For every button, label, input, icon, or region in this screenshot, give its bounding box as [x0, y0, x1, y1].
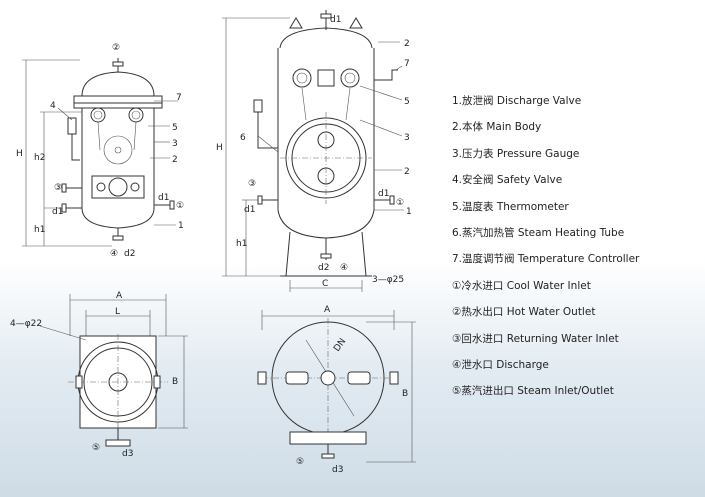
- legend-item-safety-valve: 4.安全阀 Safety Valve: [452, 174, 563, 187]
- large-tank-top-view: [257, 310, 416, 463]
- label-7-center: 7: [404, 59, 410, 69]
- label-1-left: 1: [178, 221, 184, 231]
- small-tank-top-view: [39, 294, 188, 447]
- label-2-center-top: 2: [404, 39, 410, 49]
- label-d1-left-b: d1: [52, 207, 63, 217]
- label-d3-center: d3: [332, 465, 343, 475]
- label-circle-4-left: ④: [110, 249, 118, 259]
- dim-H-center: H: [216, 143, 223, 153]
- dim-DN: DN: [332, 337, 348, 354]
- label-d1-center-left: d1: [244, 205, 255, 215]
- legend-item-cool-water-inlet: ①冷水进口 Cool Water Inlet: [452, 279, 591, 292]
- legend-item-thermometer: 5.温度表 Thermometer: [452, 200, 569, 213]
- dim-holes-4: 4—φ22: [10, 319, 42, 329]
- legend-item-pressure-gauge: 3.压力表 Pressure Gauge: [452, 147, 580, 160]
- dim-A-left: A: [116, 291, 123, 301]
- dim-h1-center: h1: [236, 239, 247, 249]
- dim-A-center: A: [324, 305, 331, 315]
- parts-legend: 1.放泄阀 Discharge Valve 2.本体 Main Body 3.压…: [452, 94, 702, 411]
- legend-item-discharge: ④泄水口 Discharge: [452, 358, 549, 371]
- dim-C-center: C: [322, 279, 328, 289]
- legend-item-steam-inlet-outlet: ⑤蒸汽进出口 Steam Inlet/Outlet: [452, 385, 614, 398]
- label-1-center: 1: [406, 207, 412, 217]
- label-3-left: 3: [172, 139, 178, 149]
- label-circle-2-top-left: ②: [112, 43, 120, 53]
- legend-item-hot-water-outlet: ②热水出口 Hot Water Outlet: [452, 306, 596, 319]
- label-d1-left-a: d1: [158, 193, 169, 203]
- label-2-center: 2: [404, 167, 410, 177]
- label-d2-center: d2: [318, 263, 329, 273]
- dim-B-center: B: [402, 389, 408, 399]
- small-tank-side-view: [22, 58, 178, 247]
- label-3-center: 3: [404, 133, 410, 143]
- label-d1-center-top: d1: [330, 15, 341, 25]
- label-5-left: 5: [172, 123, 178, 133]
- dim-H-left: H: [16, 149, 23, 159]
- label-d1-center-right: d1: [378, 189, 389, 199]
- label-2-left: 2: [172, 155, 178, 165]
- legend-item-discharge-valve: 1.放泄阀 Discharge Valve: [452, 95, 582, 107]
- label-4-left: 4: [50, 101, 56, 111]
- legend-item-returning-water-inlet: ③回水进口 Returning Water Inlet: [452, 332, 619, 345]
- legend-item-main-body: 2.本体 Main Body: [452, 121, 542, 134]
- large-tank-side-view: [222, 10, 404, 292]
- label-5-center: 5: [404, 97, 410, 107]
- dim-h1-left: h1: [34, 225, 45, 235]
- label-d3-left: d3: [122, 449, 133, 459]
- legend-item-temperature-controller: 7.温度调节阀 Temperature Controller: [452, 253, 640, 266]
- label-6-center: 6: [240, 133, 246, 143]
- legend-item-steam-heating-tube: 6.蒸汽加热管 Steam Heating Tube: [452, 226, 625, 239]
- dim-B-left: B: [172, 377, 178, 387]
- label-circle-1-center: ①: [396, 198, 404, 208]
- label-circle-1-left: ①: [176, 201, 184, 211]
- label-circle-3-center: ③: [248, 179, 256, 189]
- label-circle-3-left: ③: [54, 183, 62, 193]
- label-circle-5-left: ⑤: [92, 443, 100, 453]
- label-circle-4-center: ④: [340, 263, 348, 273]
- dim-L-left: L: [115, 307, 120, 317]
- dim-h2-left: h2: [34, 153, 45, 163]
- dim-holes-3: 3—φ25: [372, 275, 404, 285]
- label-7-left: 7: [176, 93, 182, 103]
- label-circle-5-center: ⑤: [296, 457, 304, 467]
- label-d2-left: d2: [124, 249, 135, 259]
